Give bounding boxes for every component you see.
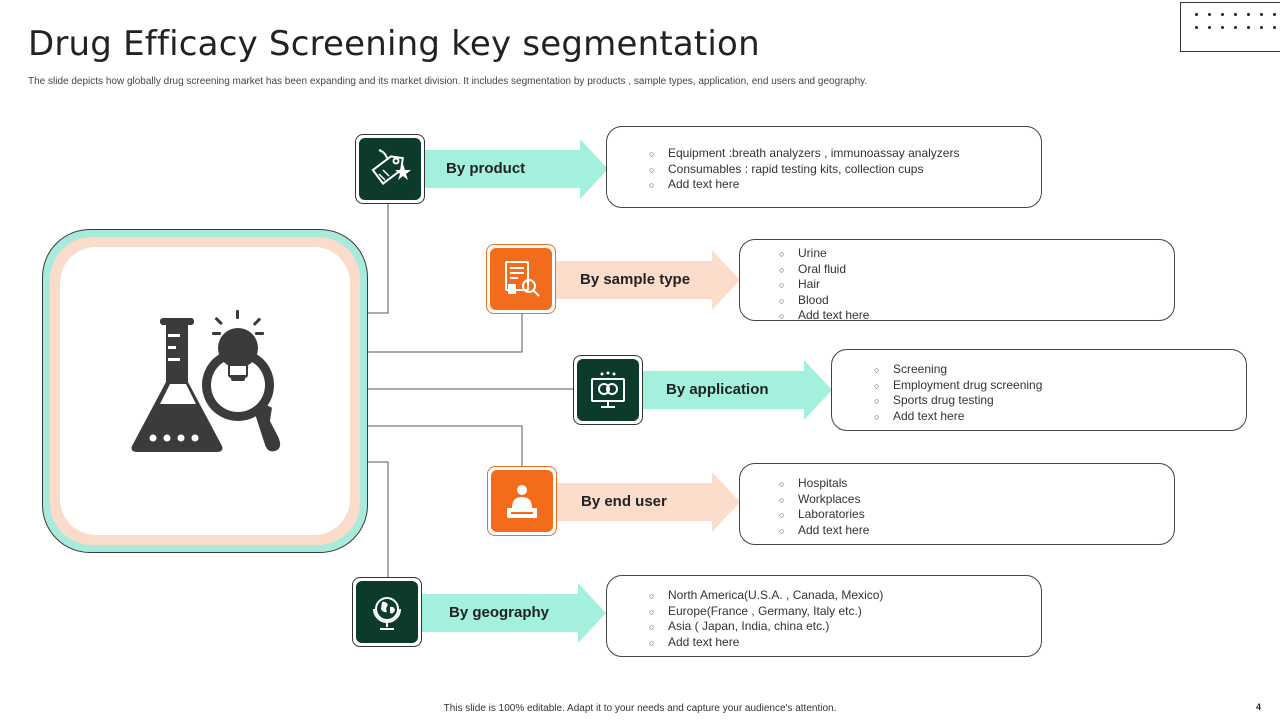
list-item: Add text here [649,635,883,651]
arrow-shape [552,472,740,532]
segment-list-sample-type: Urine Oral fluid Hair Blood Add text her… [779,246,869,324]
dot-grid-icon [1195,13,1276,29]
segment-label-sample-type: By sample type [580,271,691,288]
list-item: Workplaces [779,492,869,508]
segment-label-end-user: By end user [581,493,667,510]
segment-label-geography: By geography [449,604,550,621]
segment-arrow-end-user: By end user [552,472,740,532]
slide-title: Drug Efficacy Screening key segmentation [28,24,760,64]
segment-icon-tile-sample-type [486,244,556,314]
list-item: Urine [779,246,869,262]
segment-icon-tile-end-user [487,466,557,536]
list-item: Add text here [874,409,1042,425]
globe-icon [373,597,401,630]
arrow-shape [640,360,832,420]
segment-icon-tile-product [355,134,425,204]
list-item: Employment drug screening [874,378,1042,394]
person-desk-icon [507,485,537,518]
list-item: Screening [874,362,1042,378]
brain-monitor-icon [591,371,625,408]
list-item: Add text here [779,523,869,539]
arrow-shape [420,139,608,199]
segment-card-application: Screening Employment drug screening Spor… [831,349,1247,431]
segment-card-product: Equipment :breath analyzers , immunoassa… [606,126,1042,208]
segment-arrow-application: By application [640,360,832,420]
list-item: Hair [779,277,869,293]
list-item: Europe(France , Germany, Italy etc.) [649,604,883,620]
price-tag-star-icon [371,149,411,185]
list-item: Sports drug testing [874,393,1042,409]
page-number: 4 [1256,702,1262,712]
list-item: Equipment :breath analyzers , immunoassa… [649,146,959,162]
lab-report-icon [505,261,540,297]
flask-lightbulb-magnifier-icon [131,310,281,452]
segment-arrow-geography: By geography [418,583,606,643]
segment-label-application: By application [666,381,769,398]
list-item: Blood [779,293,869,309]
segment-card-end-user: Hospitals Workplaces Laboratories Add te… [739,463,1175,545]
segment-icon-tile-geography [352,577,422,647]
corner-decoration [1180,2,1280,52]
arrow-shape [552,250,740,310]
segment-card-sample-type: Urine Oral fluid Hair Blood Add text her… [739,239,1175,324]
arrow-shape [418,583,606,643]
list-item: Add text here [649,177,959,193]
list-item: Asia ( Japan, India, china etc.) [649,619,883,635]
list-item: Oral fluid [779,262,869,278]
list-item: Add text here [779,308,869,324]
segment-list-end-user: Hospitals Workplaces Laboratories Add te… [779,476,869,538]
slide-subtitle: The slide depicts how globally drug scre… [28,76,868,87]
list-item: Consumables : rapid testing kits, collec… [649,162,959,178]
list-item: North America(U.S.A. , Canada, Mexico) [649,588,883,604]
segment-card-geography: North America(U.S.A. , Canada, Mexico) E… [606,575,1042,657]
segment-list-geography: North America(U.S.A. , Canada, Mexico) E… [649,588,883,650]
segment-arrow-sample-type: By sample type [552,250,740,310]
segment-label-product: By product [446,160,526,177]
slide-footer: This slide is 100% editable. Adapt it to… [443,703,837,714]
list-item: Laboratories [779,507,869,523]
segment-list-product: Equipment :breath analyzers , immunoassa… [649,146,959,193]
segment-icon-tile-application [573,355,643,425]
segment-arrow-product: By product [420,139,608,199]
list-item: Hospitals [779,476,869,492]
segment-list-application: Screening Employment drug screening Spor… [874,362,1042,424]
